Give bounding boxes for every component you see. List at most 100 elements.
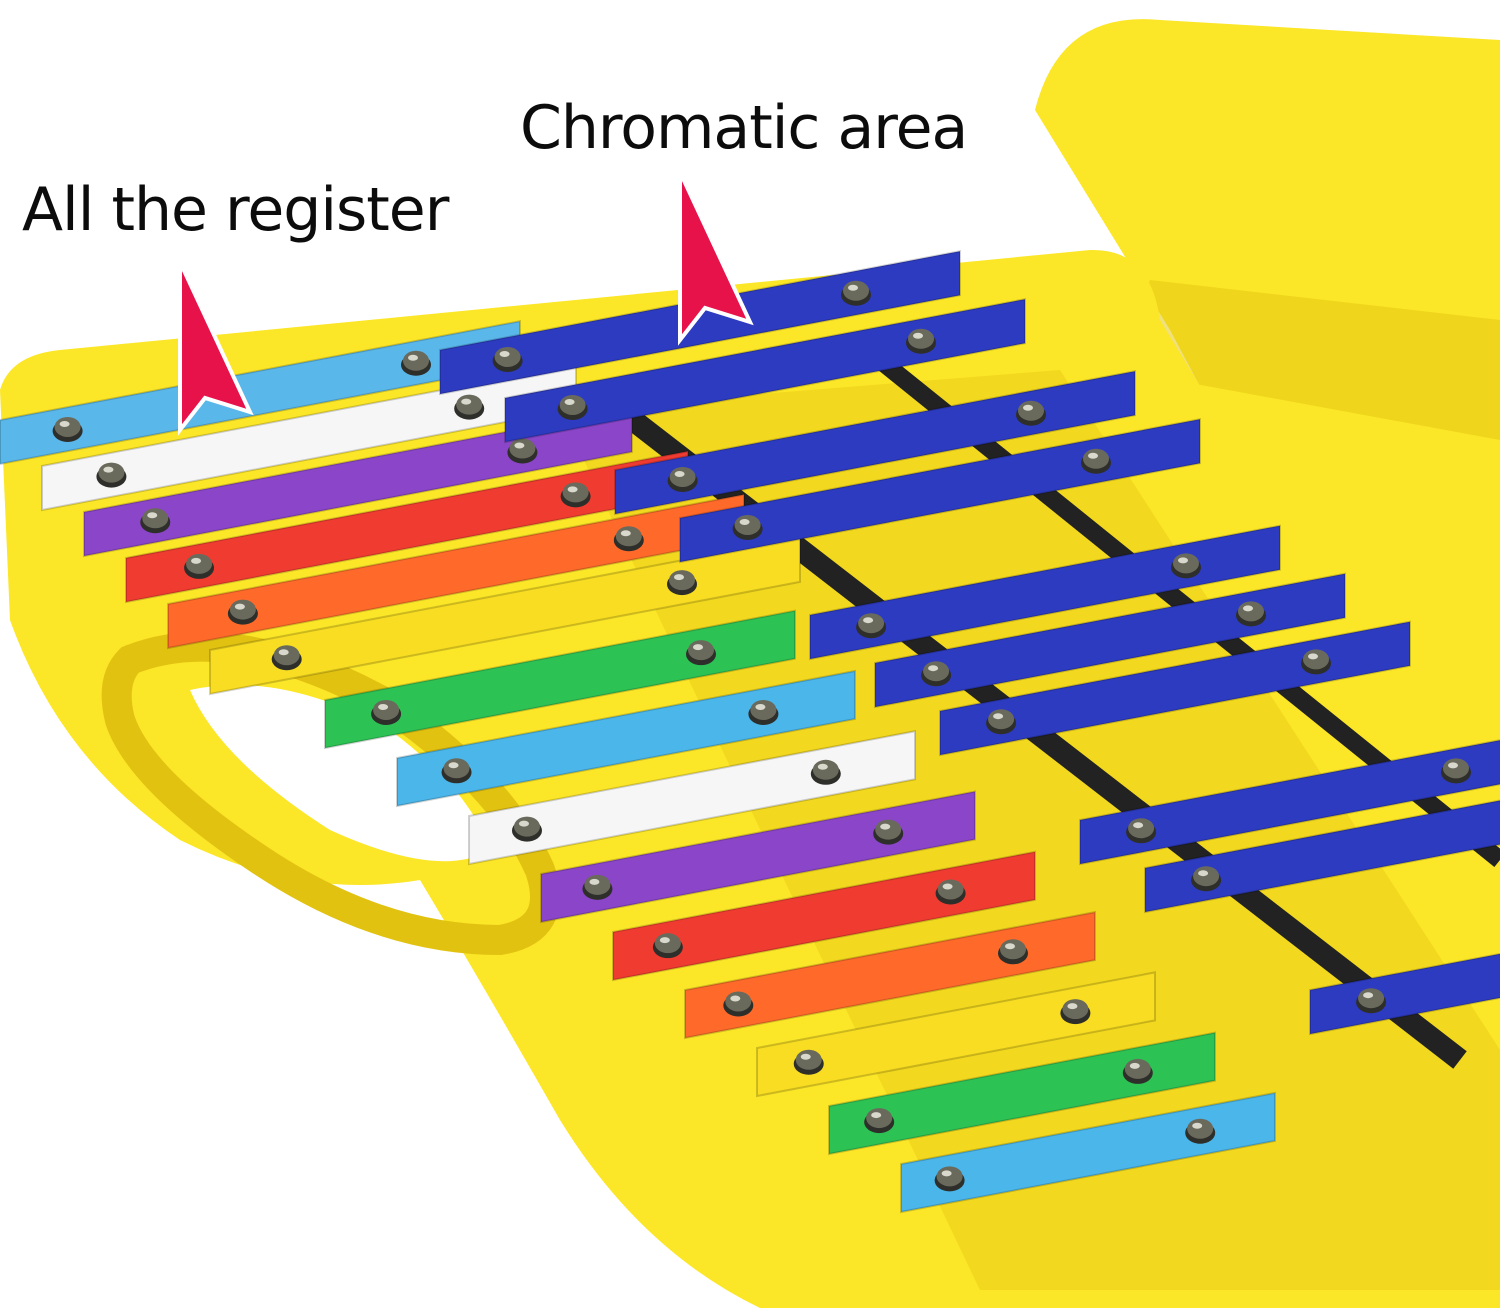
chromatic-bar-7-pin-cap-1 <box>1443 758 1469 779</box>
lower-bar-1-pin-shine-1 <box>755 703 766 710</box>
upper-bar-1-pin-shine-1 <box>461 398 472 405</box>
chromatic-bar-5-pin-cap-1 <box>1238 601 1264 622</box>
case-handle <box>101 631 560 956</box>
chromatic-bar-4-plate <box>809 524 1281 661</box>
upper-bar-0-pin-shine-1 <box>408 354 418 361</box>
chromatic-bar-5-pin-shine-0 <box>928 665 939 672</box>
upper-bar-5 <box>209 536 801 696</box>
upper-bar-3-pin-shine-1 <box>567 486 578 493</box>
chromatic-bar-9 <box>1309 952 1500 1036</box>
register-label: All the register <box>22 175 449 245</box>
chromatic-bar-6-pin-shine-1 <box>1308 653 1318 660</box>
lower-bar-1-pin-shine-0 <box>448 762 459 769</box>
lower-bar-8-pin-shine-0 <box>941 1170 952 1177</box>
upper-bar-3 <box>125 450 689 604</box>
chromatic-bar-8-plate <box>1144 799 1500 914</box>
lower-bar-1-pin-cap-1 <box>750 699 777 720</box>
upper-bar-1-pin-cap-1 <box>456 394 483 415</box>
upper-bar-1-pin-shine-0 <box>103 466 114 473</box>
chromatic-bar-9-pin-shine-0 <box>1363 992 1374 999</box>
lower-bar-6-pin-shine-0 <box>800 1053 811 1060</box>
lower-bar-8-pin-cap-1 <box>1187 1118 1214 1139</box>
lower-bar-6-plate <box>756 971 1156 1098</box>
lower-bar-4-pin-shine-1 <box>942 883 953 890</box>
upper-bar-2 <box>83 406 633 558</box>
chromatic-bar-8 <box>1144 799 1500 914</box>
lower-bar-2-pin-shine-1 <box>817 763 828 770</box>
upper-bar-5-pin-cap-1 <box>669 570 695 591</box>
lower-bar-7-pin-shine-1 <box>1129 1062 1140 1069</box>
lower-bar-6-pin-shine-1 <box>1067 1003 1078 1010</box>
lower-bar-0-pin-shine-1 <box>693 644 703 651</box>
upper-bar-3-pin-shine-0 <box>191 557 202 564</box>
lower-bar-3-pin-shine-0 <box>589 878 600 885</box>
upper-bar-2-pin-shine-0 <box>147 512 158 519</box>
lower-bar-0-pin-cap-0 <box>373 699 400 720</box>
upper-bar-4-pin-cap-0 <box>229 599 256 620</box>
upper-bar-4-pin-cap-1 <box>615 526 642 547</box>
chromatic-bar-0-plate <box>439 249 961 396</box>
lower-bar-4-pin-shine-0 <box>659 937 670 944</box>
lower-bar-6-pin-cap-1 <box>1062 999 1089 1020</box>
upper-bar-2-pin-cap-0 <box>142 508 169 529</box>
upper-bar-0-pin-cap-0 <box>54 416 81 437</box>
register-arrow-icon <box>178 261 254 436</box>
chromatic-bar-6-pin-shine-0 <box>993 713 1004 720</box>
upper-bar-1-pin-cap-0 <box>98 462 125 483</box>
chromatic-bar-5-pin-shine-1 <box>1243 605 1253 612</box>
lower-bar-5 <box>684 910 1096 1040</box>
lower-bar-5-pin-cap-1 <box>1000 939 1026 960</box>
chromatic-bar-7-plate <box>1079 739 1500 866</box>
chromatic-bar-0-pin-shine-1 <box>848 284 858 291</box>
chromatic-bar-9-pin-cap-0 <box>1358 988 1385 1009</box>
upper-bar-3-pin-cap-0 <box>186 553 213 574</box>
chromatic-bar-4-pin-cap-1 <box>1173 553 1199 574</box>
lower-bar-3-pin-shine-1 <box>880 823 891 830</box>
chromatic-bar-3-pin-shine-1 <box>1088 452 1098 459</box>
lower-bar-0-pin-cap-1 <box>688 640 714 661</box>
upper-bar-5-pin-shine-0 <box>278 649 289 656</box>
chromatic-bar-3-pin-shine-0 <box>739 518 750 525</box>
upper-bar-5-pin-cap-0 <box>273 645 300 666</box>
bars-layer <box>0 249 1500 1214</box>
chromatic-bar-1-pin-shine-1 <box>913 332 923 339</box>
lower-bar-0 <box>324 609 796 750</box>
chromatic-area-label: Chromatic area <box>520 93 968 163</box>
lower-bar-7-plate <box>828 1031 1216 1156</box>
lower-bar-4-pin-cap-1 <box>937 879 964 900</box>
lower-bar-5-pin-shine-1 <box>1005 943 1015 950</box>
chromatic-bar-5 <box>874 572 1346 709</box>
chromatic-bar-4-pin-shine-1 <box>1178 557 1188 564</box>
lower-bar-7-pin-shine-0 <box>871 1112 882 1119</box>
chromatic-bar-6-plate <box>939 620 1411 757</box>
chromatic-bar-7-pin-shine-1 <box>1448 762 1458 769</box>
chromatic-bar-1-pin-cap-0 <box>559 394 586 415</box>
lower-bar-6 <box>756 971 1156 1098</box>
chromatic-bar-0-pin-cap-0 <box>494 346 521 367</box>
chromatic-bar-2-pin-shine-1 <box>1023 404 1033 411</box>
upper-bar-0 <box>0 319 521 466</box>
upper-bar-0-pin-cap-1 <box>403 350 429 371</box>
chromatic-bar-8-pin-shine-0 <box>1198 870 1209 877</box>
chromatic-bar-7-pin-cap-0 <box>1128 818 1155 839</box>
upper-bar-5-pin-shine-1 <box>674 574 684 581</box>
lower-bar-8 <box>900 1091 1276 1214</box>
chromatic-bar-2-pin-cap-1 <box>1018 400 1044 421</box>
chromatic-bar-0-pin-shine-0 <box>499 350 510 357</box>
chromatic-bar-7-pin-shine-0 <box>1133 822 1144 829</box>
lower-bar-2-pin-cap-1 <box>812 759 839 780</box>
chromatic-bar-5-plate <box>874 572 1346 709</box>
lower-bar-1-pin-cap-0 <box>443 758 470 779</box>
upper-bar-0-pin-shine-0 <box>59 420 70 427</box>
lower-bar-5-pin-cap-0 <box>725 991 752 1012</box>
chromatic-bar-0 <box>439 249 961 396</box>
chromatic-bar-4-pin-shine-0 <box>863 617 874 624</box>
chromatic-bar-1 <box>504 297 1026 444</box>
chromatic-bar-2-pin-cap-0 <box>669 466 696 487</box>
lower-bar-5-plate <box>684 910 1096 1040</box>
lower-bar-2-pin-cap-0 <box>513 816 540 837</box>
chromatic-bar-3-plate <box>679 417 1201 564</box>
lower-bar-1-plate <box>396 669 856 808</box>
